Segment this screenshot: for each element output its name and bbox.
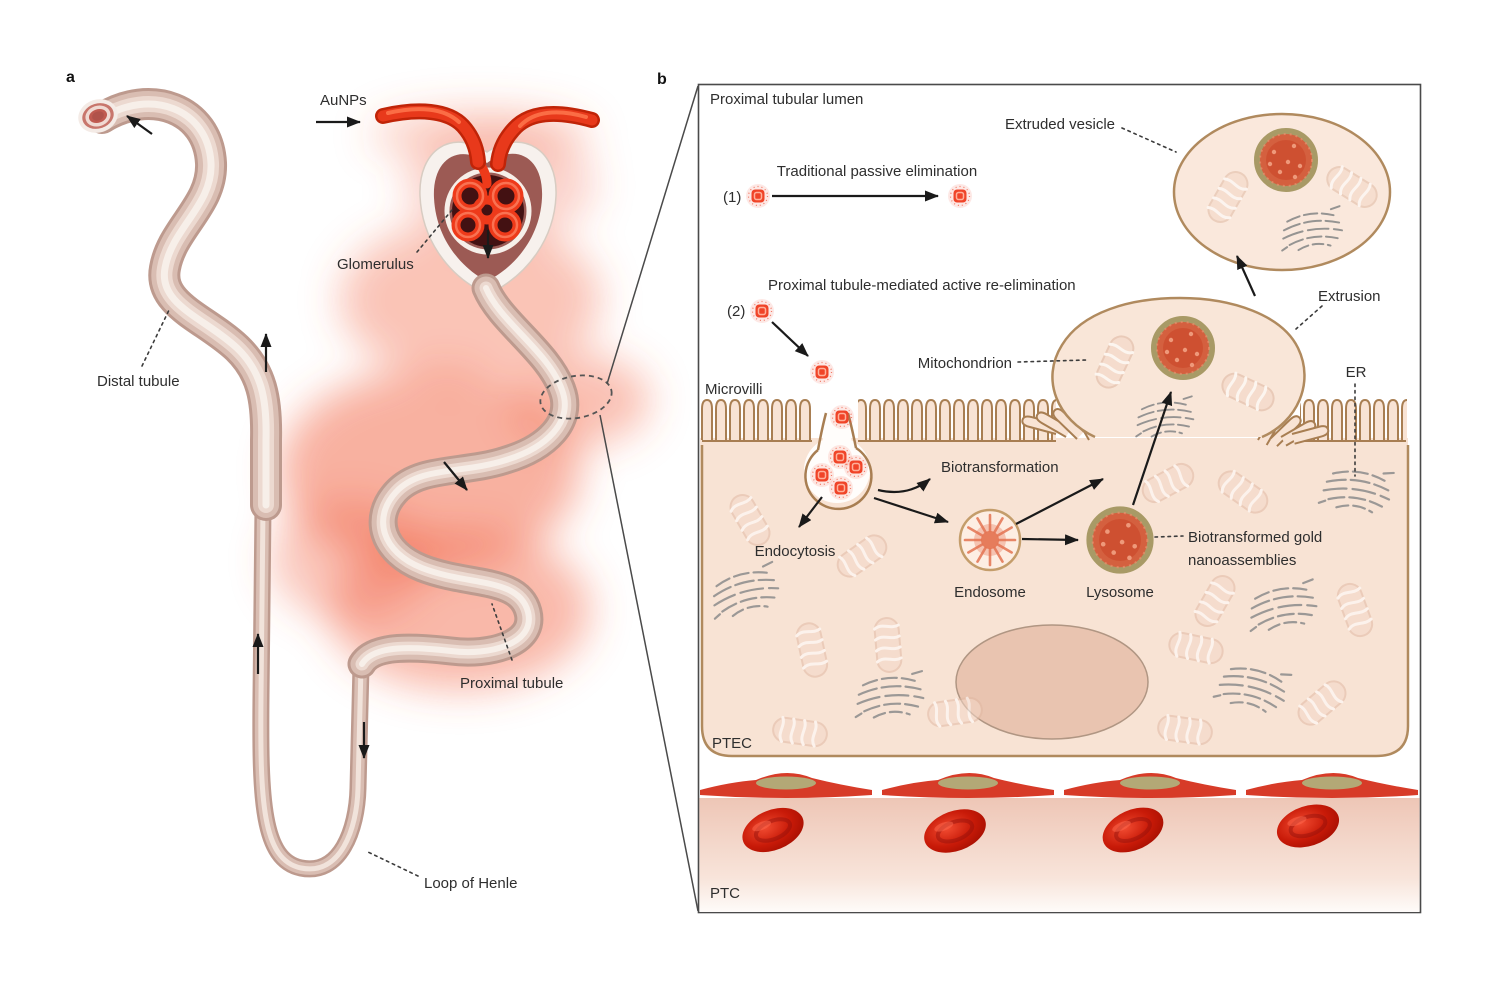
label-proximal-tubule: Proximal tubule <box>460 603 563 692</box>
blood-vessels <box>375 103 600 172</box>
label-path2-number: (2) <box>727 303 745 320</box>
panel-b: b Proximal tubular lumen Extruded vesicl… <box>657 71 1422 914</box>
label-path1-number: (1) <box>723 189 741 206</box>
label-glomerulus: Glomerulus <box>337 209 453 273</box>
panel-a-letter: a <box>66 69 75 86</box>
svg-text:Loop of Henle: Loop of Henle <box>424 875 517 892</box>
proximal-tubule <box>347 273 580 679</box>
lysosome-in-extruded-vesicle <box>1257 131 1315 189</box>
label-er: ER <box>1346 364 1367 477</box>
label-loop-of-henle: Loop of Henle <box>367 851 517 892</box>
loop-of-henle <box>252 499 370 878</box>
extrusion-bulge <box>1051 296 1306 440</box>
label-microvilli: Microvilli <box>705 381 763 398</box>
svg-text:ER: ER <box>1346 364 1367 381</box>
nucleus <box>955 624 1149 740</box>
endosome-body <box>958 508 1022 572</box>
label-path1: Traditional passive elimination <box>777 163 977 180</box>
label-lysosome: Lysosome <box>1086 584 1154 601</box>
svg-text:Extruded vesicle: Extruded vesicle <box>1005 116 1115 133</box>
microvilli-brush-border <box>701 398 1407 448</box>
label-path2: Proximal tubule-mediated active re-elimi… <box>768 277 1076 294</box>
ptec-cell-membrane-bottom <box>700 445 1410 758</box>
label-biotransformed-gold: Biotransformed gold nanoassemblies <box>1154 529 1322 569</box>
svg-text:Mitochondrion: Mitochondrion <box>918 355 1012 372</box>
label-distal-tubule: Distal tubule <box>97 307 180 390</box>
svg-text:Glomerulus: Glomerulus <box>337 256 414 273</box>
label-proximal-tubular-lumen: Proximal tubular lumen <box>710 91 863 108</box>
label-ptc: PTC <box>710 885 740 902</box>
extruded-vesicle <box>1172 112 1392 272</box>
svg-text:Proximal tubule: Proximal tubule <box>460 675 563 692</box>
svg-text:Biotransformed gold: Biotransformed gold <box>1188 529 1322 546</box>
label-ptec: PTEC <box>712 735 752 752</box>
label-endosome: Endosome <box>954 584 1026 601</box>
pathway-arrows <box>771 190 1257 546</box>
panel-b-letter: b <box>657 71 667 88</box>
label-aunps: AuNPs <box>320 92 367 109</box>
lysosome-body <box>1090 510 1151 571</box>
svg-text:Extrusion: Extrusion <box>1318 288 1381 305</box>
svg-text:nanoassemblies: nanoassemblies <box>1188 552 1296 569</box>
label-biotransformation: Biotransformation <box>941 459 1059 476</box>
label-extrusion: Extrusion <box>1295 288 1381 330</box>
label-mitochondrion: Mitochondrion <box>918 355 1087 372</box>
distal-tubule <box>86 88 283 521</box>
flow-arrows <box>126 115 468 759</box>
distal-tubule-opening <box>78 99 118 133</box>
svg-text:Distal tubule: Distal tubule <box>97 373 180 390</box>
lysosome-in-extrusion <box>1154 319 1212 377</box>
panel-a: a AuNPs Glomerulus Distal tubule Proxima… <box>66 69 699 912</box>
label-extruded-vesicle: Extruded vesicle <box>1005 116 1177 153</box>
zoom-indicator <box>539 85 699 912</box>
label-endocytosis: Endocytosis <box>755 543 836 560</box>
